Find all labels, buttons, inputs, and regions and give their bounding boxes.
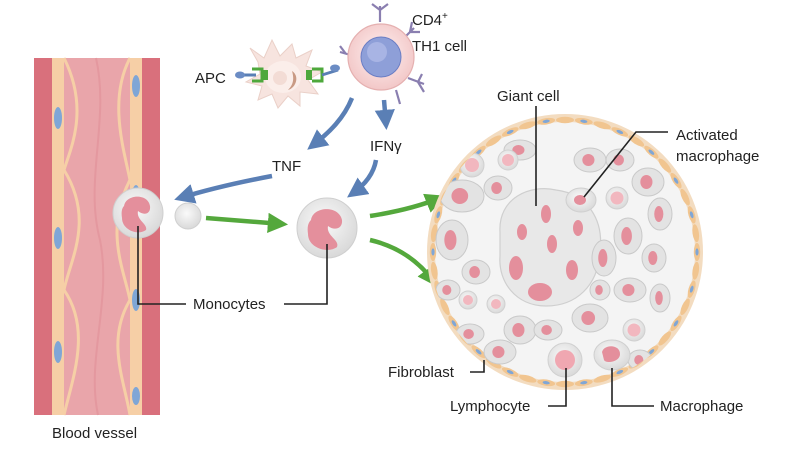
macrophage-cell xyxy=(649,283,671,313)
fibroblast xyxy=(680,298,690,316)
label-giant-cell: Giant cell xyxy=(497,88,560,105)
receptor-complex-right xyxy=(306,64,340,83)
fibroblast xyxy=(519,374,537,383)
label-fibroblast: Fibroblast xyxy=(388,364,455,381)
cytokine-arrows xyxy=(174,97,395,204)
fibroblast-nucleus xyxy=(475,349,482,355)
macrophage-cell xyxy=(571,303,609,333)
monocyte-tissue xyxy=(296,197,358,259)
fibroblast-nucleus xyxy=(616,370,624,375)
macrophage-cells xyxy=(435,139,673,371)
macrophage-cell xyxy=(435,279,461,301)
fibroblast-nucleus xyxy=(431,248,435,256)
fibroblast-nucleus xyxy=(648,349,655,355)
macrophage-cell xyxy=(483,339,517,365)
fibroblast-nucleus xyxy=(673,177,679,184)
label-blood-vessel: Blood vessel xyxy=(52,425,137,442)
fibroblast-nucleus xyxy=(506,129,514,134)
macrophage-cell xyxy=(613,217,643,255)
label-th1-cell: TH1 cell xyxy=(412,38,467,55)
macrophage-cell xyxy=(641,243,667,273)
leader-lines xyxy=(137,106,668,407)
apc-dendritic-cell xyxy=(244,38,324,109)
fibroblast xyxy=(658,331,672,346)
label-cd4: CD4+ xyxy=(412,11,448,29)
monocyte-in-vessel xyxy=(112,187,202,239)
macrophage-cell xyxy=(435,219,469,261)
lymphocyte-cells xyxy=(458,149,646,378)
macrophage-cell xyxy=(483,175,513,201)
fibroblast xyxy=(680,188,690,206)
label-tnf: TNF xyxy=(272,158,301,175)
fibroblast-nucleus xyxy=(580,381,588,385)
macrophage-cell xyxy=(439,179,485,213)
fibroblast xyxy=(519,121,537,130)
macrophage-cell xyxy=(533,319,563,341)
fibroblast-nucleus xyxy=(695,248,699,256)
fibroblast xyxy=(556,116,574,124)
fibroblast-nucleus xyxy=(673,320,679,327)
fibroblast-nucleus xyxy=(436,211,441,219)
macrophage-cell xyxy=(573,147,607,173)
fibroblast-nucleus xyxy=(689,211,694,219)
label-activated-line2: macrophage xyxy=(676,148,759,165)
label-activated-line1: Activated xyxy=(676,127,738,144)
fibroblast-nucleus xyxy=(475,149,482,155)
fibroblast-nucleus xyxy=(616,129,624,134)
macrophage-cell xyxy=(631,167,665,197)
label-monocytes: Monocytes xyxy=(193,296,266,313)
macrophage-cell xyxy=(591,239,617,277)
macrophage-cell xyxy=(589,279,611,301)
fibroblast xyxy=(692,224,700,243)
label-lymphocyte: Lymphocyte xyxy=(450,398,530,415)
fibroblast xyxy=(593,374,611,383)
fibroblast xyxy=(593,121,611,130)
macrophage-cell xyxy=(613,277,647,303)
fibroblast xyxy=(430,261,438,280)
giant-cell xyxy=(499,188,602,307)
fibroblast xyxy=(628,135,645,147)
fibroblast-nucleus xyxy=(542,119,550,123)
label-apc: APC xyxy=(195,70,226,87)
fibroblast xyxy=(485,135,502,147)
fibroblast-nucleus xyxy=(542,381,550,385)
receptor-complex-left xyxy=(235,67,268,83)
macrophage-cell xyxy=(503,315,537,345)
fibroblast xyxy=(658,158,672,173)
fibroblast-nucleus xyxy=(648,149,655,155)
label-macrophage: Macrophage xyxy=(660,398,743,415)
label-ifn-gamma: IFNγ xyxy=(370,138,402,155)
fibroblast-nucleus xyxy=(506,370,514,375)
th1-t-cell xyxy=(339,3,425,105)
activated-macrophage xyxy=(565,187,597,213)
fibroblast xyxy=(440,298,450,316)
macrophage-cell xyxy=(647,197,673,231)
fibroblast xyxy=(692,261,700,280)
macrophage xyxy=(593,339,631,371)
labels: CD4+ TH1 cell APC TNF IFNγ Giant cell Ac… xyxy=(52,11,759,442)
macrophage-cell xyxy=(461,259,491,285)
fibroblast-nucleus xyxy=(580,119,588,123)
fibroblast-nucleus xyxy=(689,285,694,293)
fibroblast xyxy=(556,380,574,388)
granuloma xyxy=(427,114,703,390)
fibroblast-nucleus xyxy=(451,320,457,327)
